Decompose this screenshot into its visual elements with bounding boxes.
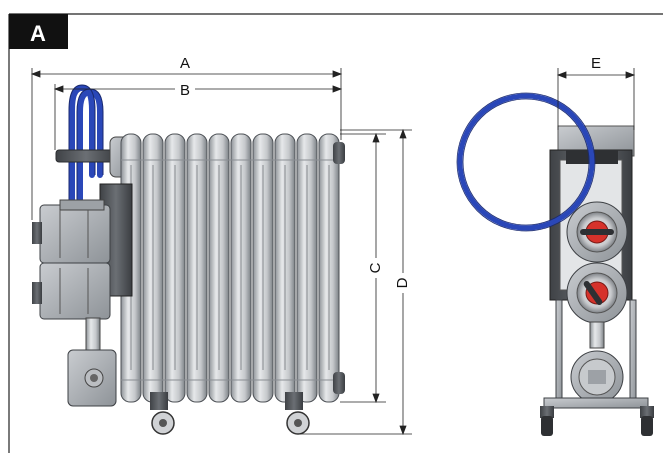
radiator-fins (120, 133, 340, 403)
dimension-a (30, 68, 343, 220)
dimension-e (556, 68, 636, 130)
hose-loop-front (457, 93, 595, 231)
radiator-side-view (32, 84, 345, 435)
panel-label: A (30, 21, 46, 46)
dimension-b (53, 84, 343, 150)
switch-upper (566, 201, 628, 263)
panel-badge: A (9, 14, 68, 49)
dimension-d-label: D (394, 277, 411, 288)
radiator-front-view (456, 92, 654, 436)
dimension-b-label: B (180, 82, 190, 99)
caster-right (285, 392, 310, 435)
dimension-a-label: A (180, 55, 190, 72)
switch-lower (566, 262, 628, 324)
caster-front-left (540, 406, 554, 436)
dimension-e-label: E (591, 55, 601, 72)
control-box-upper (32, 199, 111, 264)
page-frame (8, 13, 663, 453)
control-box-lower (32, 262, 111, 320)
caster-left (150, 392, 175, 435)
caster-front-right (640, 406, 654, 436)
top-handle-bar (55, 149, 117, 163)
dimension-c-label: C (367, 262, 384, 273)
hose-loop-side (69, 84, 103, 208)
junction-box-front (570, 350, 624, 404)
junction-box-side (67, 349, 117, 407)
